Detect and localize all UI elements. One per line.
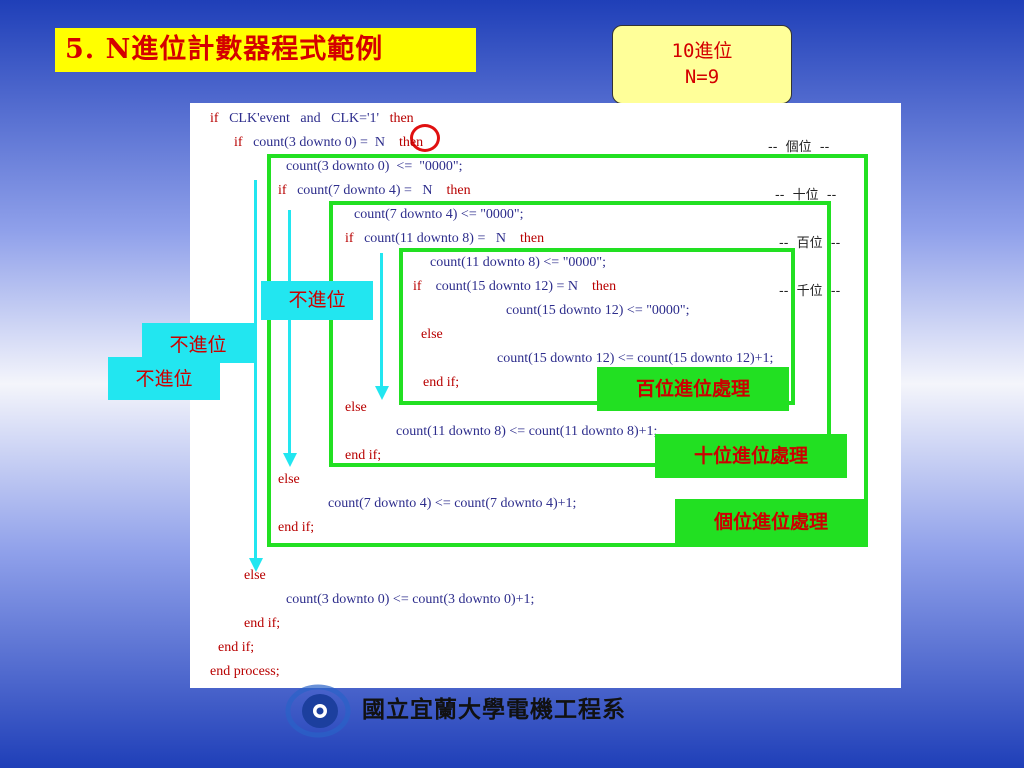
code-line-12: end if; xyxy=(423,375,460,390)
code-line-7: count(11 downto 8) <= "0000"; xyxy=(430,255,607,270)
tens-carry-label: 十位進位處理 xyxy=(655,434,847,478)
comment-hundreds: -- 百位 -- xyxy=(779,236,841,251)
no-carry-label-hundreds: 不進位 xyxy=(261,281,373,320)
no-carry-label-tens: 不進位 xyxy=(142,323,254,363)
comment-thousands: -- 千位 -- xyxy=(779,284,841,299)
no-carry-label-ones: 不進位 xyxy=(108,357,220,400)
code-line-6: if count(11 downto 8) = N then xyxy=(345,231,545,246)
n-highlight-ring xyxy=(410,124,440,152)
slide-title: 5. N進位計數器程式範例 xyxy=(55,28,476,72)
footer-institution: 國立宜蘭大學電機工程系 xyxy=(362,696,626,723)
code-line-20: count(3 downto 0) <= count(3 downto 0)+1… xyxy=(286,592,535,607)
comment-ones: -- 個位 -- xyxy=(768,140,830,155)
callout-line2: N=9 xyxy=(684,66,720,88)
n-token: N xyxy=(374,135,386,150)
code-panel xyxy=(190,103,901,688)
code-line-17: count(7 downto 4) <= count(7 downto 4)+1… xyxy=(328,496,577,511)
callout-line1: 10進位 xyxy=(671,40,733,62)
code-line-9: count(15 downto 12) <= "0000"; xyxy=(506,303,690,318)
code-line-13: else xyxy=(345,400,367,415)
code-line-5: count(7 downto 4) <= "0000"; xyxy=(354,207,524,222)
code-line-3: count(3 downto 0) <= "0000"; xyxy=(286,159,463,174)
code-line-11: count(15 downto 12) <= count(15 downto 1… xyxy=(497,351,774,366)
code-line-2: if count(3 downto 0) = N then xyxy=(234,135,424,150)
code-line-22: end if; xyxy=(218,640,255,655)
code-line-4: if count(7 downto 4) = N then xyxy=(278,183,471,198)
comment-tens: -- 十位 -- xyxy=(775,188,837,203)
callout-bubble: 10進位 N=9 xyxy=(612,25,792,104)
code-line-16: else xyxy=(278,472,300,487)
arrow-tens-head-icon xyxy=(283,453,297,467)
code-line-10: else xyxy=(421,327,443,342)
code-line-21: end if; xyxy=(244,616,281,631)
arrow-ones-head-icon xyxy=(249,558,263,572)
arrow-hundreds-head-icon xyxy=(375,386,389,400)
ones-carry-label: 個位進位處理 xyxy=(675,499,867,545)
code-line-18: end if; xyxy=(278,520,315,535)
ones-box xyxy=(267,154,868,547)
code-line-23: end process; xyxy=(210,664,280,679)
arrow-hundreds-skip xyxy=(380,253,383,388)
code-line-8: if count(15 downto 12) = N then xyxy=(413,279,617,294)
arrow-tens-skip xyxy=(288,210,291,455)
tens-box xyxy=(329,201,831,467)
hundreds-carry-label: 百位進位處理 xyxy=(597,367,789,411)
code-line-14: count(11 downto 8) <= count(11 downto 8)… xyxy=(396,424,658,439)
code-line-1: if CLK'event and CLK='1' then xyxy=(210,111,414,126)
university-logo-icon xyxy=(285,684,351,738)
panel-tail xyxy=(783,583,901,688)
arrow-ones-skip xyxy=(254,180,257,560)
code-line-15: end if; xyxy=(345,448,382,463)
